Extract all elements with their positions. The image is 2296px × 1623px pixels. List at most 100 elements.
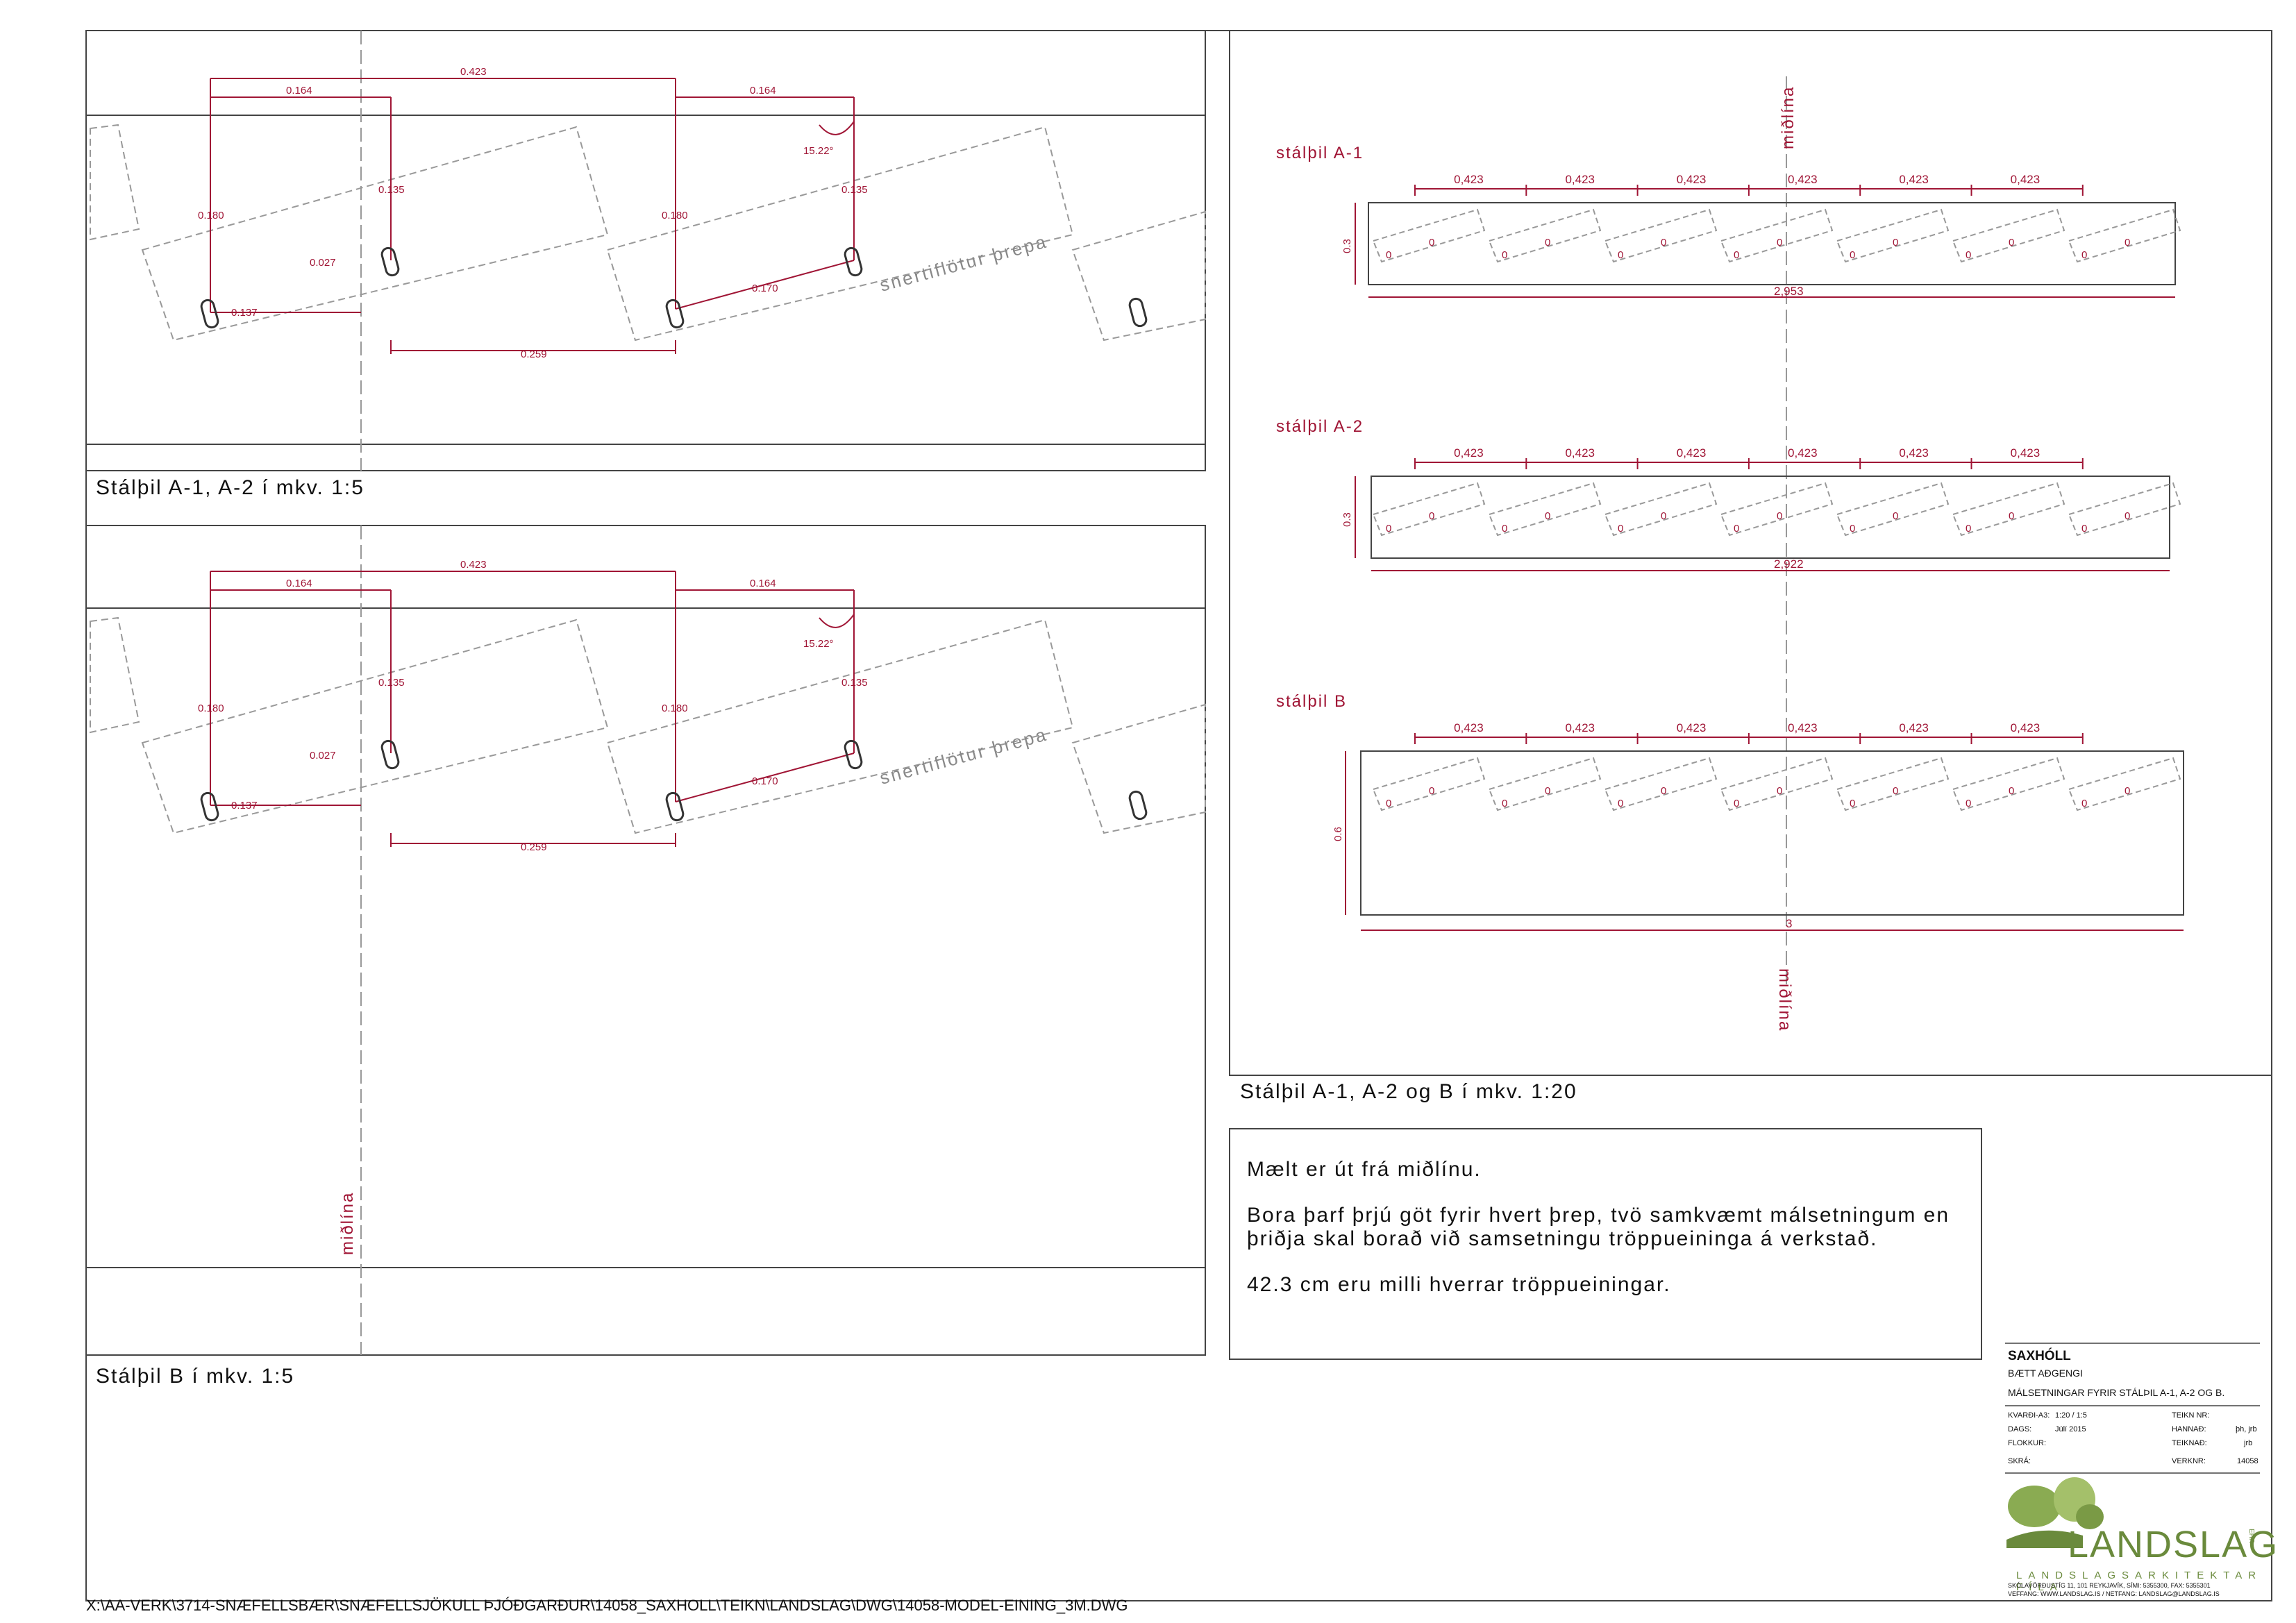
spacing-label: 0,423	[1788, 446, 1818, 460]
slot-mark: 0	[1850, 249, 1855, 261]
spacing-label: 0,423	[1677, 446, 1707, 460]
designed-value: þh, jrb	[2236, 1425, 2257, 1433]
date-value: Júlí 2015	[2055, 1425, 2086, 1433]
dim-bottom-span: 0.259	[521, 348, 547, 360]
step-outline	[1488, 482, 1602, 537]
centerline-label: miðlína	[338, 1192, 357, 1255]
file-label: SKRÁ:	[2008, 1457, 2031, 1465]
centerline-label-top: miðlína	[1779, 86, 1798, 149]
contact-label: snertiflötur þrepa	[878, 230, 1050, 295]
drawn-label: TEIKNAÐ:	[2172, 1439, 2207, 1447]
job-value: 14058	[2237, 1457, 2259, 1465]
notes-frame	[1229, 1128, 1982, 1360]
drawn-value: jrb	[2244, 1439, 2253, 1447]
slot-mark: 0	[1777, 237, 1782, 249]
spacing-label: 0,423	[1788, 173, 1818, 186]
slot-mark: 0	[1777, 510, 1782, 522]
spacing-label: 0,423	[1677, 721, 1707, 734]
slot-mark: 0	[1545, 785, 1550, 797]
dim-left-width: 0.164	[286, 85, 312, 96]
title-block-frame	[2005, 1343, 2260, 1474]
slot-mark: 0	[2009, 237, 2014, 249]
slot-mark: 0	[1502, 798, 1507, 809]
caption-overview: Stálþil A-1, A-2 og B í mkv. 1:20	[1240, 1080, 1577, 1103]
detail-panel-b: 0.423 0.164 0.164 15.22° 0.180 0.180 0.1…	[85, 525, 1206, 1356]
company-subtitle: LANDSLAGSARKITEKTAR FÍLA	[2016, 1570, 2263, 1593]
landslag-logo-icon	[2006, 1477, 2104, 1548]
slot-mark: 0	[1618, 523, 1623, 535]
dim-mid-left: 0.135	[378, 184, 405, 196]
company-reg: EHF.	[2247, 1529, 2255, 1544]
wall-name: stálþil A-1	[1276, 144, 1364, 162]
slot-mark: 0	[1893, 510, 1898, 522]
slot-mark: 0	[2125, 510, 2130, 522]
spacing-label: 0,423	[2011, 173, 2041, 186]
dim-mid-right: 0.135	[841, 677, 868, 689]
slot-mark: 0	[2125, 237, 2130, 249]
step-outline	[1836, 208, 1950, 263]
job-label: VERKNR:	[2172, 1457, 2206, 1465]
dim-left-height: 0.180	[198, 703, 224, 714]
dim-diagonal: 0.170	[752, 775, 778, 787]
wall-name: stálþil B	[1276, 692, 1347, 711]
spacing-label: 0,423	[1677, 173, 1707, 186]
slot-mark: 0	[1734, 523, 1739, 535]
step-outline	[1604, 757, 1718, 812]
step-outline	[1720, 757, 1834, 812]
note-1: Mælt er út frá miðlínu.	[1247, 1158, 1482, 1181]
dim-right-height: 0.180	[662, 210, 688, 221]
spacing-label: 0,423	[1565, 721, 1595, 734]
slot-mark: 0	[1966, 523, 1971, 535]
wall-length: 2,953	[1774, 285, 1804, 298]
slot-mark: 0	[1893, 237, 1898, 249]
slot-mark: 0	[2009, 785, 2014, 797]
dim-right-width: 0.164	[750, 85, 776, 96]
step-outline	[2068, 757, 2181, 812]
step-outline	[1720, 208, 1834, 263]
company-web: VEFFANG: WWW.LANDSLAG.IS / NETFANG: LAND…	[2008, 1590, 2220, 1597]
dimension-lines	[210, 78, 855, 354]
slot-mark: 0	[1429, 237, 1434, 249]
step-outline	[1836, 757, 1950, 812]
step-outline	[1488, 757, 1602, 812]
slot-mark: 0	[1661, 785, 1666, 797]
wall-length: 3	[1786, 917, 1792, 930]
detail-panel-a: 0.423 0.164 0.164 15.22° 0.180 0.180 0.1…	[85, 30, 1206, 471]
dim-mid-left: 0.135	[378, 677, 405, 689]
step-outline	[1720, 482, 1834, 537]
dim-diagonal: 0.170	[752, 283, 778, 294]
slot-mark: 0	[1966, 249, 1971, 261]
note-3: 42.3 cm eru milli hverrar tröppueiningar…	[1247, 1273, 1671, 1296]
dim-overall: 0.423	[460, 559, 487, 571]
slot-mark: 0	[1734, 798, 1739, 809]
slot-mark: 0	[2081, 249, 2087, 261]
step-outline	[1372, 208, 1486, 263]
slot-mark: 0	[1661, 237, 1666, 249]
slot-mark: 0	[1386, 523, 1391, 535]
slot-mark: 0	[1502, 523, 1507, 535]
slot-mark: 0	[1734, 249, 1739, 261]
slot-mark: 0	[1386, 249, 1391, 261]
spacing-label: 0,423	[2011, 446, 2041, 460]
dim-angle: 15.22°	[803, 638, 834, 650]
slot-mark: 0	[1618, 249, 1623, 261]
dim-left-width: 0.164	[286, 578, 312, 589]
spacing-label: 0,423	[1788, 721, 1818, 734]
spacing-label: 0,423	[1454, 446, 1484, 460]
dim-bottom-left: 0.137	[231, 307, 258, 319]
spacing-label: 0,423	[1899, 446, 1929, 460]
slot-mark: 0	[1545, 510, 1550, 522]
slot-mark: 0	[1429, 785, 1434, 797]
slot-mark: 0	[2009, 510, 2014, 522]
scale-label: KVARÐI-A3:	[2008, 1411, 2050, 1420]
note-2: Bora þarf þrjú göt fyrir hvert þrep, tvö…	[1247, 1204, 1950, 1250]
dim-bottom-span: 0.259	[521, 841, 547, 853]
company-name: LANDSLAG	[2068, 1524, 2279, 1565]
dim-slot-offset: 0.027	[310, 257, 336, 269]
slots	[200, 739, 1148, 822]
spacing-label: 0,423	[1899, 721, 1929, 734]
